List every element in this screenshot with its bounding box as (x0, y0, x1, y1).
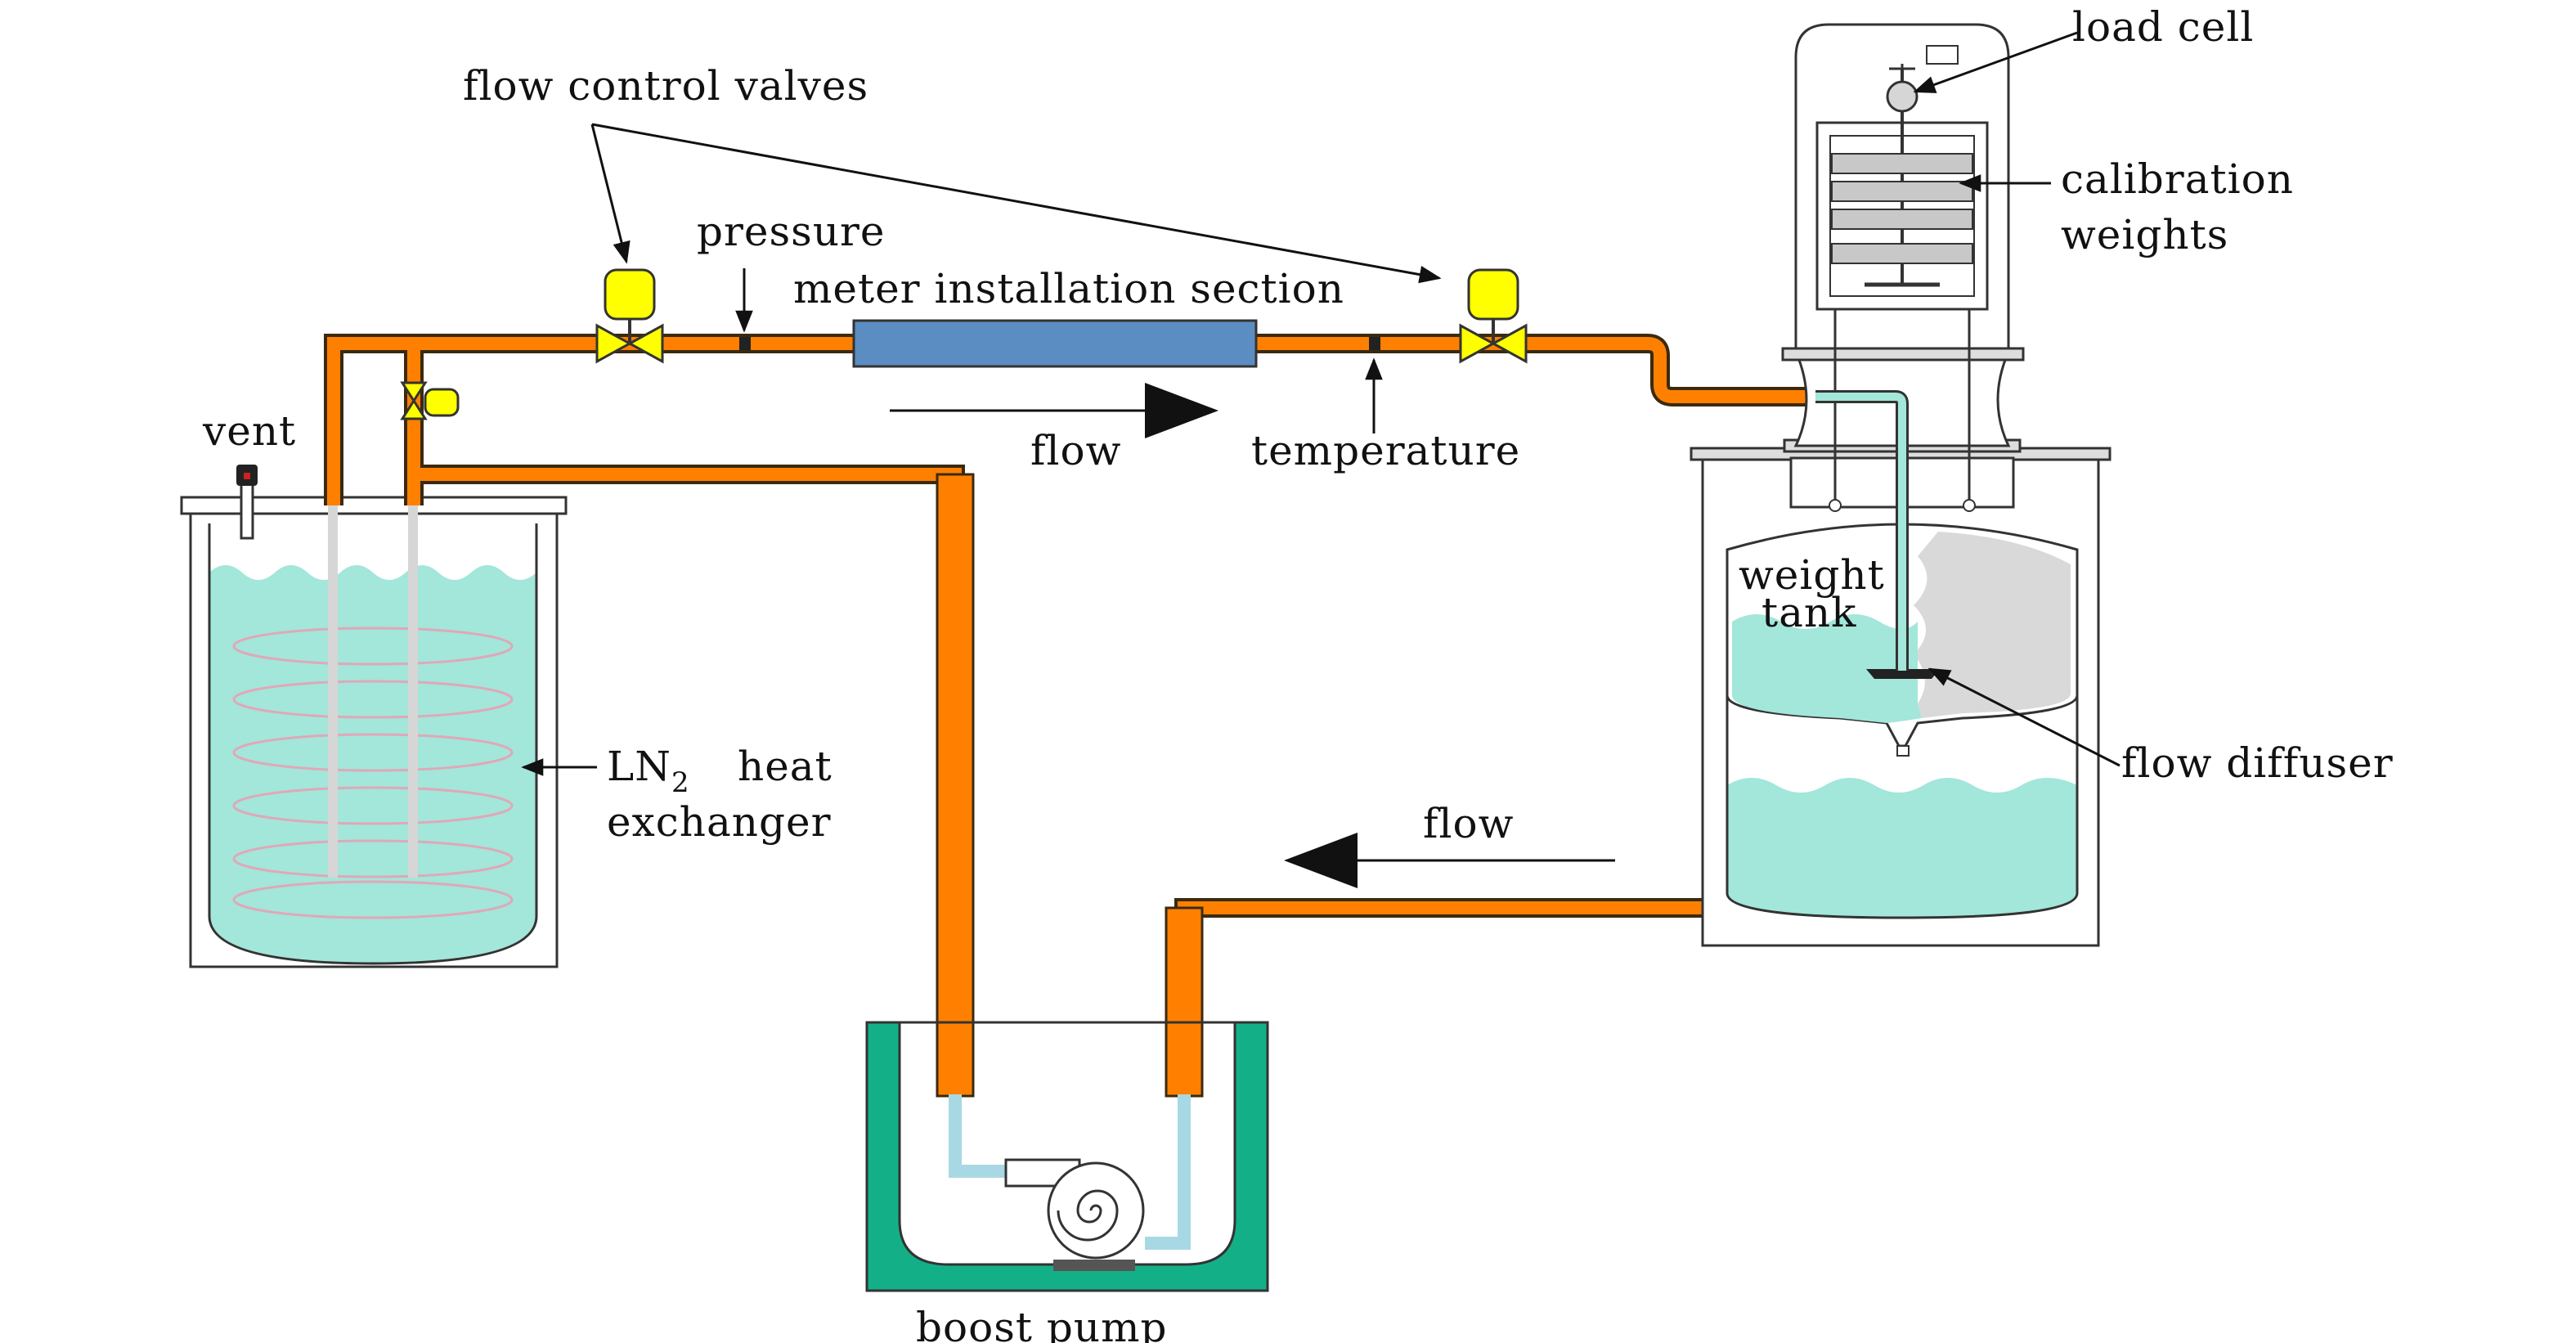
exchanger-inner-wall (208, 523, 538, 965)
weigh-tank-gas-space (1914, 532, 2071, 718)
pump-riser (1165, 906, 1204, 1098)
flow-diffuser-label: flow diffuser (2121, 739, 2394, 787)
exchanger-liquid (209, 565, 536, 963)
weigh-tank-assembly (1690, 438, 2112, 947)
boost-pump (865, 1021, 1269, 1292)
load-cell-readout (1926, 45, 1959, 65)
load-cell-label: load cell (2072, 3, 2254, 51)
heat-exchanger-coil (232, 627, 514, 919)
pump-downcomer (936, 473, 975, 1098)
heat-label: heat (738, 743, 832, 790)
vent-cap-mark (244, 473, 250, 479)
exchanger-label: exchanger (607, 798, 832, 846)
pump-bath (865, 1021, 1269, 1292)
calibration-weight-3 (1831, 209, 1973, 230)
weigh-tank-fill-tube (1815, 390, 1909, 671)
pressure-tap (739, 337, 751, 350)
frame-base-plate (1781, 347, 2025, 362)
load-cell (1886, 80, 1919, 113)
flow-control-valves-label: flow control valves (463, 62, 868, 110)
calibration-label: calibration (2061, 155, 2294, 203)
ln2-label: LN2 (607, 743, 690, 799)
temperature-sensor (1369, 337, 1380, 350)
lower-reservoir-wall (1726, 564, 2079, 919)
flow-bottom-label: flow (1423, 800, 1514, 847)
tank-drain (1896, 745, 1910, 757)
vent-pipe (240, 481, 254, 540)
flow-top-label: flow (1030, 427, 1121, 474)
meter-installation-section (852, 319, 1258, 368)
flow-arrow-top (890, 383, 1218, 438)
exchanger-lid (180, 496, 568, 515)
flow-arrow-bottom (1284, 833, 1615, 888)
pump-discharge-line (1145, 1094, 1191, 1250)
weighing-frame (1781, 23, 2025, 512)
pump-impeller-spiral (1057, 1189, 1119, 1242)
temperature-label: temperature (1251, 427, 1520, 474)
pressure-label: pressure (697, 208, 886, 255)
flow-control-valve-1 (595, 268, 664, 364)
vent-label: vent (202, 407, 296, 455)
exchanger-dip-tube-right (408, 505, 418, 878)
ln2-heat-exchanger (180, 465, 568, 968)
weights-label: weights (2061, 211, 2228, 258)
tank-label: tank (1761, 589, 1856, 636)
weigh-tank-liquid (1732, 614, 1922, 723)
pump-casing (1047, 1161, 1145, 1260)
boost-pump-label: boost pump (916, 1304, 1168, 1343)
leader-arrows (521, 31, 2120, 776)
flow-control-valve-2 (1459, 268, 1528, 364)
pump-base (1053, 1260, 1135, 1271)
weight-label: weight (1739, 551, 1885, 599)
exchanger-dip-tube-left (328, 505, 338, 878)
lower-reservoir-liquid (1727, 778, 2077, 918)
calibration-weight-4 (1831, 243, 1973, 264)
calibration-weight-1 (1831, 153, 1973, 174)
meter-installation-section-label: meter installation section (793, 265, 1344, 312)
transfer-piping (324, 334, 1815, 1098)
bypass-valve (400, 381, 460, 420)
flow-diffuser (1866, 669, 1940, 679)
calibration-weight-2 (1831, 181, 1973, 202)
